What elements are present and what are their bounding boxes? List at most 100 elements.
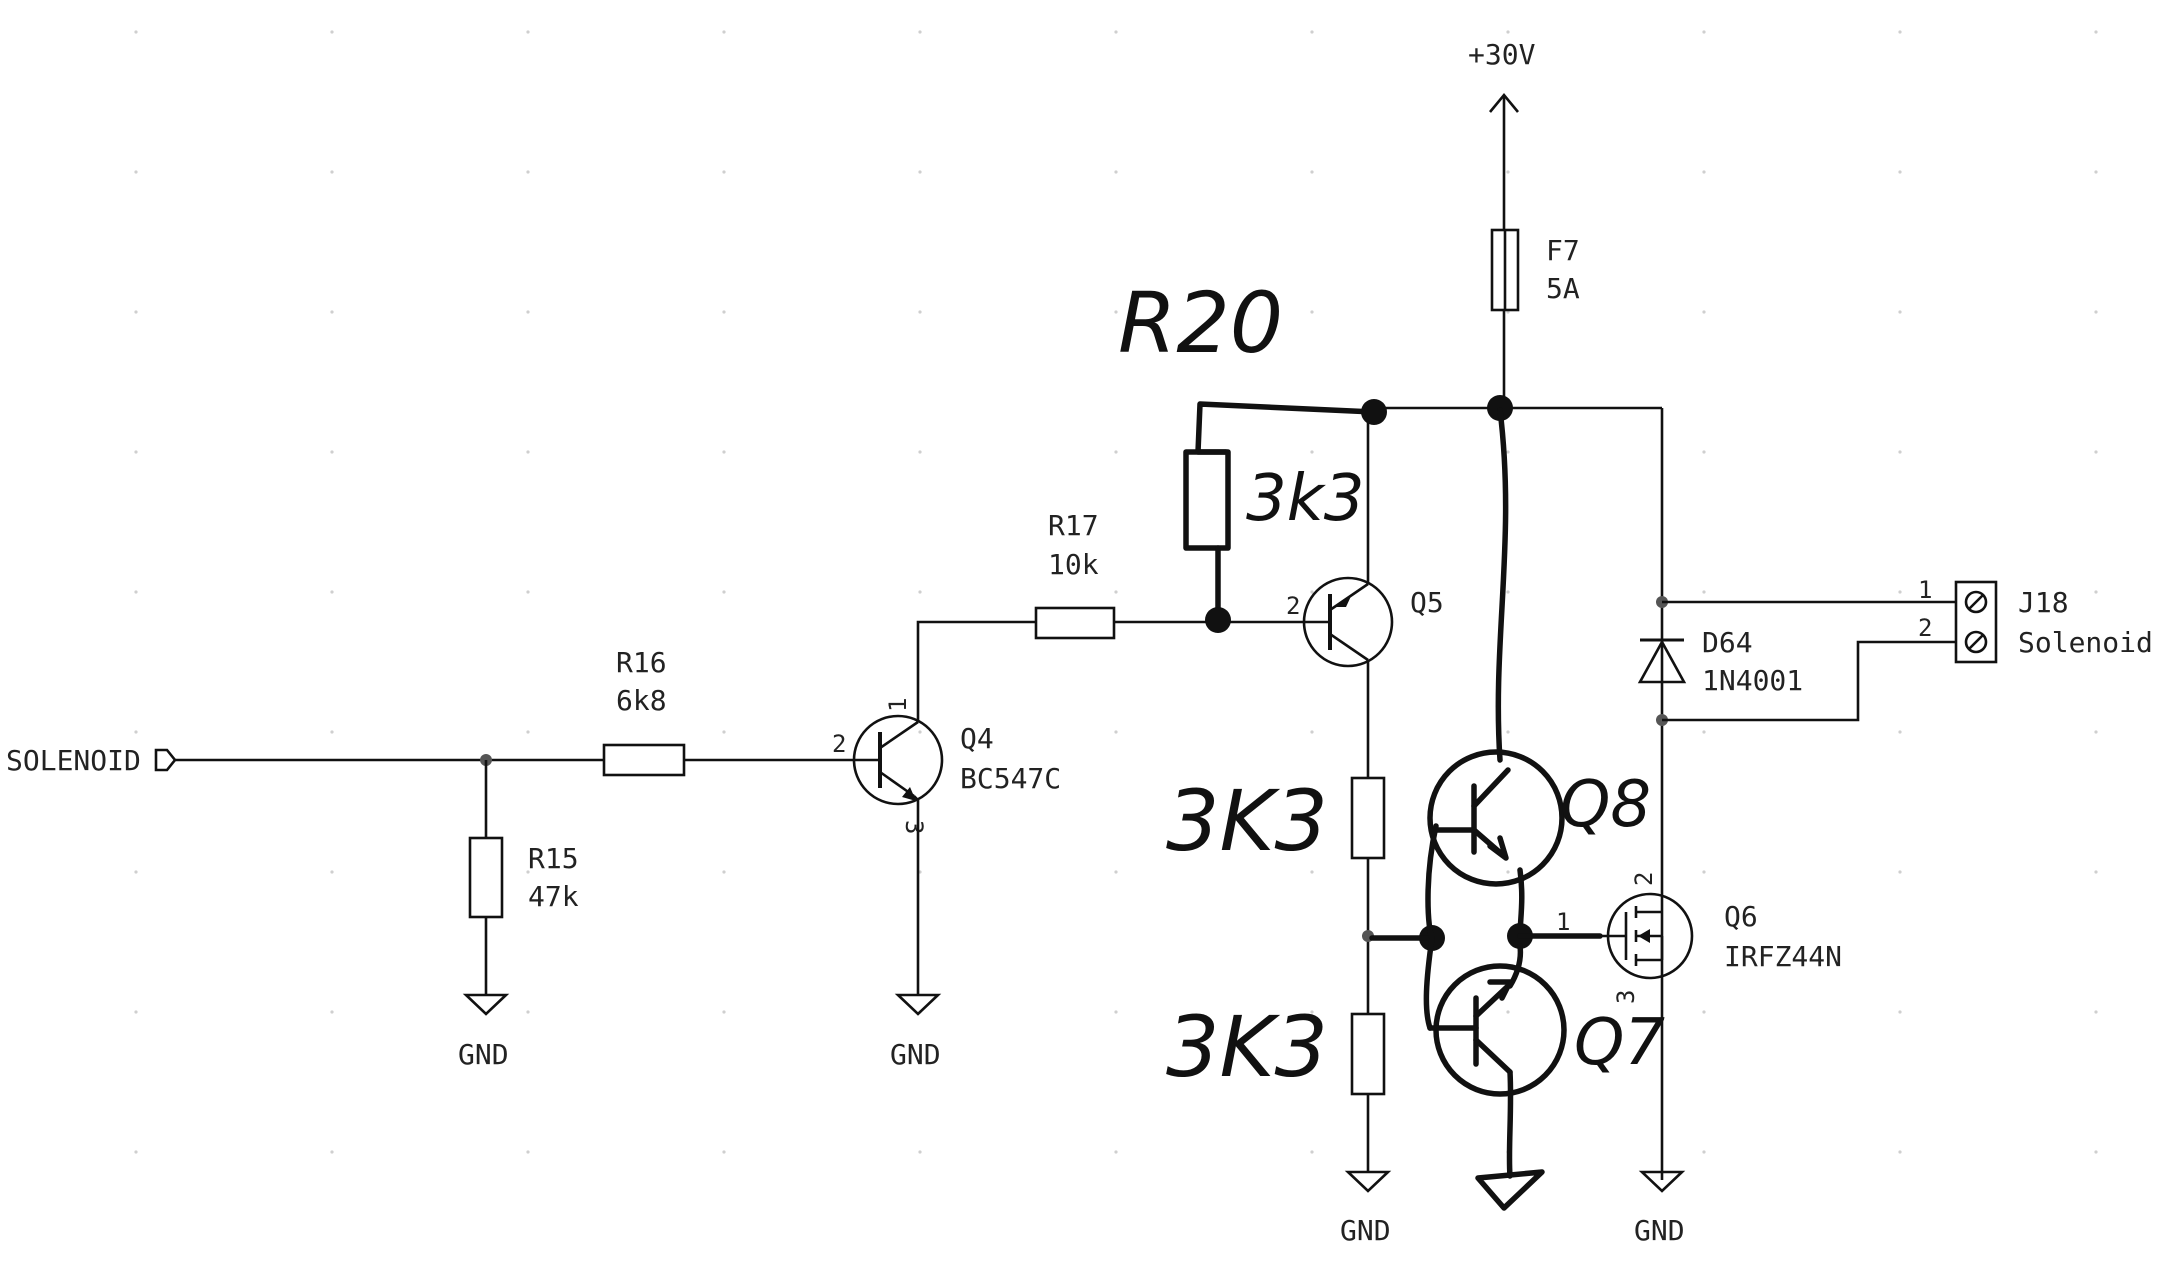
grid-dot bbox=[1702, 30, 1706, 34]
handwritten-r20: R20 3k3 bbox=[1118, 274, 1387, 633]
grid-dot bbox=[1114, 450, 1118, 454]
hand-r20-label: R20 bbox=[1118, 274, 1283, 372]
transistor-q5: 2 Q5 bbox=[1286, 576, 1444, 668]
grid-dot bbox=[722, 1010, 726, 1014]
grid-dot bbox=[918, 450, 922, 454]
hand-wire-base-link bbox=[1423, 823, 1439, 1031]
f7-ref: F7 bbox=[1546, 234, 1580, 267]
q4-pin-base: 2 bbox=[832, 730, 846, 758]
grid-dot bbox=[1702, 450, 1706, 454]
grid-dot bbox=[1702, 870, 1706, 874]
ground-symbol-divider: GND bbox=[1340, 1170, 1392, 1247]
handwritten-q7: Q7 bbox=[1427, 963, 1665, 1097]
grid-dot bbox=[134, 870, 138, 874]
grid-dot bbox=[2094, 590, 2098, 594]
fuse-f7: F7 5A bbox=[1490, 228, 1580, 312]
grid-dot bbox=[526, 170, 530, 174]
j18-value: Solenoid bbox=[2018, 626, 2153, 659]
grid-dot bbox=[1898, 1010, 1902, 1014]
hand-wire-q7-emitter bbox=[1507, 943, 1524, 989]
grid-dot bbox=[330, 310, 334, 314]
grid-dot bbox=[918, 30, 922, 34]
grid-dot bbox=[134, 310, 138, 314]
grid-dot bbox=[2094, 870, 2098, 874]
grid-dot bbox=[1114, 590, 1118, 594]
resistor-r16: R16 6k8 bbox=[602, 646, 686, 777]
j18-ref: J18 bbox=[2018, 586, 2069, 619]
grid-dot bbox=[1310, 30, 1314, 34]
grid-dot bbox=[918, 1150, 922, 1154]
grid-dot bbox=[1506, 170, 1510, 174]
grid-dot bbox=[1898, 730, 1902, 734]
supply-label: +30V bbox=[1468, 38, 1536, 71]
grid-dot bbox=[1114, 30, 1118, 34]
grid-dot bbox=[2094, 170, 2098, 174]
grid-dot bbox=[1506, 30, 1510, 34]
grid-dot bbox=[1702, 310, 1706, 314]
wire-j18-pin2 bbox=[1662, 640, 1956, 722]
grid-dot bbox=[722, 170, 726, 174]
grid-dots bbox=[134, 30, 2098, 1154]
grid-dot bbox=[2094, 310, 2098, 314]
f7-value: 5A bbox=[1546, 272, 1580, 305]
grid-dot bbox=[1898, 590, 1902, 594]
grid-dot bbox=[2094, 1010, 2098, 1014]
grid-dot bbox=[1898, 170, 1902, 174]
hand-wire-q7-gnd bbox=[1506, 1069, 1514, 1179]
grid-dot bbox=[526, 450, 530, 454]
grid-dot bbox=[1310, 170, 1314, 174]
mosfet-q6: 1 2 3 Q6 IRFZ44N bbox=[1556, 872, 1842, 1004]
r17-ref: R17 bbox=[1048, 509, 1099, 542]
q4-pin-emitter: 3 bbox=[900, 820, 928, 834]
grid-dot bbox=[1702, 170, 1706, 174]
grid-dot bbox=[330, 590, 334, 594]
ground-symbol-r15: GND bbox=[458, 993, 510, 1071]
hand-wire-q8-collector bbox=[1495, 407, 1509, 763]
grid-dot bbox=[1310, 870, 1314, 874]
grid-dot bbox=[1310, 1150, 1314, 1154]
grid-dot bbox=[918, 310, 922, 314]
grid-dot bbox=[1506, 730, 1510, 734]
grid-dot bbox=[1114, 170, 1118, 174]
grid-dot bbox=[1114, 1010, 1118, 1014]
handwritten-q8: Q8 bbox=[1427, 749, 1651, 887]
q4-value: BC547C bbox=[960, 762, 1061, 795]
grid-dot bbox=[2094, 1150, 2098, 1154]
q6-pin-drain: 2 bbox=[1630, 872, 1658, 886]
grid-dot bbox=[526, 310, 530, 314]
supply-symbol: +30V bbox=[1468, 38, 1536, 230]
resistor-divider-top bbox=[1350, 776, 1386, 860]
gnd-label-r15: GND bbox=[458, 1038, 509, 1071]
grid-dot bbox=[330, 1010, 334, 1014]
grid-dot bbox=[526, 30, 530, 34]
r17-value: 10k bbox=[1048, 548, 1099, 581]
resistor-divider-bottom bbox=[1350, 1012, 1386, 1096]
grid-dot bbox=[1898, 450, 1902, 454]
hand-q7-label: Q7 bbox=[1574, 1006, 1665, 1080]
grid-dot bbox=[134, 1150, 138, 1154]
grid-dot bbox=[1310, 450, 1314, 454]
grid-dot bbox=[2094, 730, 2098, 734]
grid-dot bbox=[1898, 870, 1902, 874]
q4-ref: Q4 bbox=[960, 722, 994, 755]
grid-dot bbox=[722, 310, 726, 314]
transistor-q4: 2 1 3 Q4 BC547C bbox=[832, 624, 1061, 834]
grid-dot bbox=[1702, 1010, 1706, 1014]
q5-ref: Q5 bbox=[1410, 586, 1444, 619]
grid-dot bbox=[526, 1150, 530, 1154]
connector-j18: 1 2 J18 Solenoid bbox=[1918, 576, 2153, 664]
grid-dot bbox=[722, 870, 726, 874]
grid-dot bbox=[722, 1150, 726, 1154]
d64-value: 1N4001 bbox=[1702, 664, 1803, 697]
grid-dot bbox=[722, 30, 726, 34]
diode-d64: D64 1N4001 bbox=[1637, 626, 1803, 697]
q6-pin-source: 3 bbox=[1612, 990, 1640, 1004]
grid-dot bbox=[918, 170, 922, 174]
j18-pin-2: 2 bbox=[1918, 614, 1932, 642]
grid-dot bbox=[1114, 730, 1118, 734]
hand-q8-label: Q8 bbox=[1560, 768, 1651, 842]
grid-dot bbox=[1310, 590, 1314, 594]
grid-dot bbox=[722, 590, 726, 594]
hand-divider-top-value: 3K3 bbox=[1166, 772, 1328, 870]
